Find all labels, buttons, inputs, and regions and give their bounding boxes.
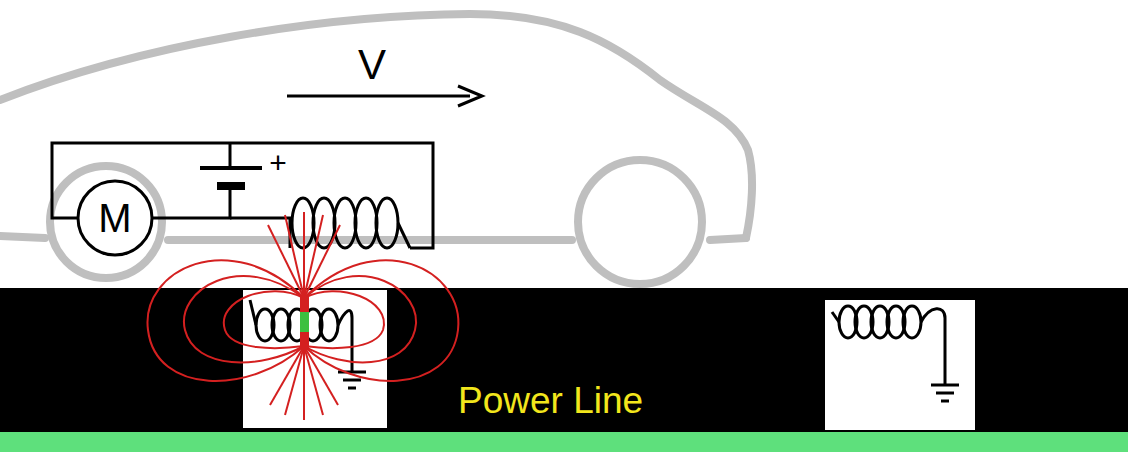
charging-box xyxy=(825,300,975,430)
ground-coil xyxy=(832,306,959,401)
field-lines xyxy=(148,212,459,420)
car-coil xyxy=(292,198,410,248)
polarity-sign: + xyxy=(269,148,287,178)
power-line-label: Power Line xyxy=(458,382,643,419)
velocity-label: V xyxy=(358,44,386,86)
magnet-bar xyxy=(300,296,309,348)
magnet-core xyxy=(300,312,309,332)
motor-label: M xyxy=(98,198,131,238)
power-line-strip xyxy=(0,432,1128,452)
velocity-arrow xyxy=(287,95,470,98)
motor-circle: M xyxy=(75,178,155,258)
car-outline xyxy=(0,14,752,284)
arrow-head xyxy=(458,86,482,106)
ground-band xyxy=(0,288,1128,432)
